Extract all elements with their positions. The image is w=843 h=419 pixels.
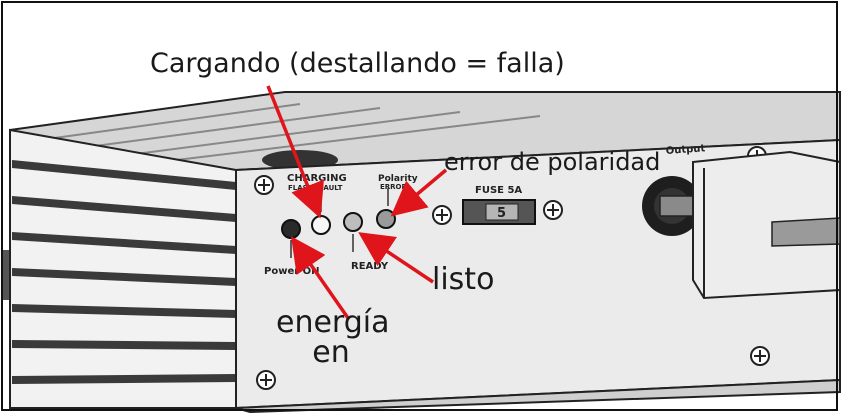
label-output: Output [665,143,705,157]
fuse-window [485,203,519,221]
output-cable-exit [771,217,841,247]
ready-led [343,212,363,232]
callout-charging: Cargando (destallando = falla) [150,48,565,79]
power-led [281,219,301,239]
arrow-polarity [390,168,448,217]
top-ribs [39,103,541,163]
callout-power-line1: energía [276,305,390,340]
label-error: ERROR [380,183,408,191]
screw-icon [432,205,452,225]
charging-led [311,215,331,235]
label-ready: READY [351,261,389,272]
callout-power-on: energía en [276,305,390,370]
screw-icon [543,200,563,220]
label-flash-fault: FLASH=FAULT [288,184,343,192]
arrow-charging [266,85,324,219]
screw-icon [254,175,274,195]
callout-arrows [266,85,448,320]
side-fins [12,160,236,384]
callout-power-line2: en [312,335,350,370]
output-clamp [692,150,841,300]
fuse-value: 5 [497,206,506,221]
arrow-ready [358,232,434,284]
label-fuse: FUSE 5A [475,185,522,196]
callout-polarity-error: error de polaridad [444,148,661,176]
screw-icon [256,370,276,390]
callout-ready: listo [432,262,495,297]
arrow-power [290,236,350,320]
screw-icon [750,346,770,366]
label-polarity: Polarity [378,174,418,184]
polarity-led [376,209,396,229]
label-charging: CHARGING [287,173,347,184]
